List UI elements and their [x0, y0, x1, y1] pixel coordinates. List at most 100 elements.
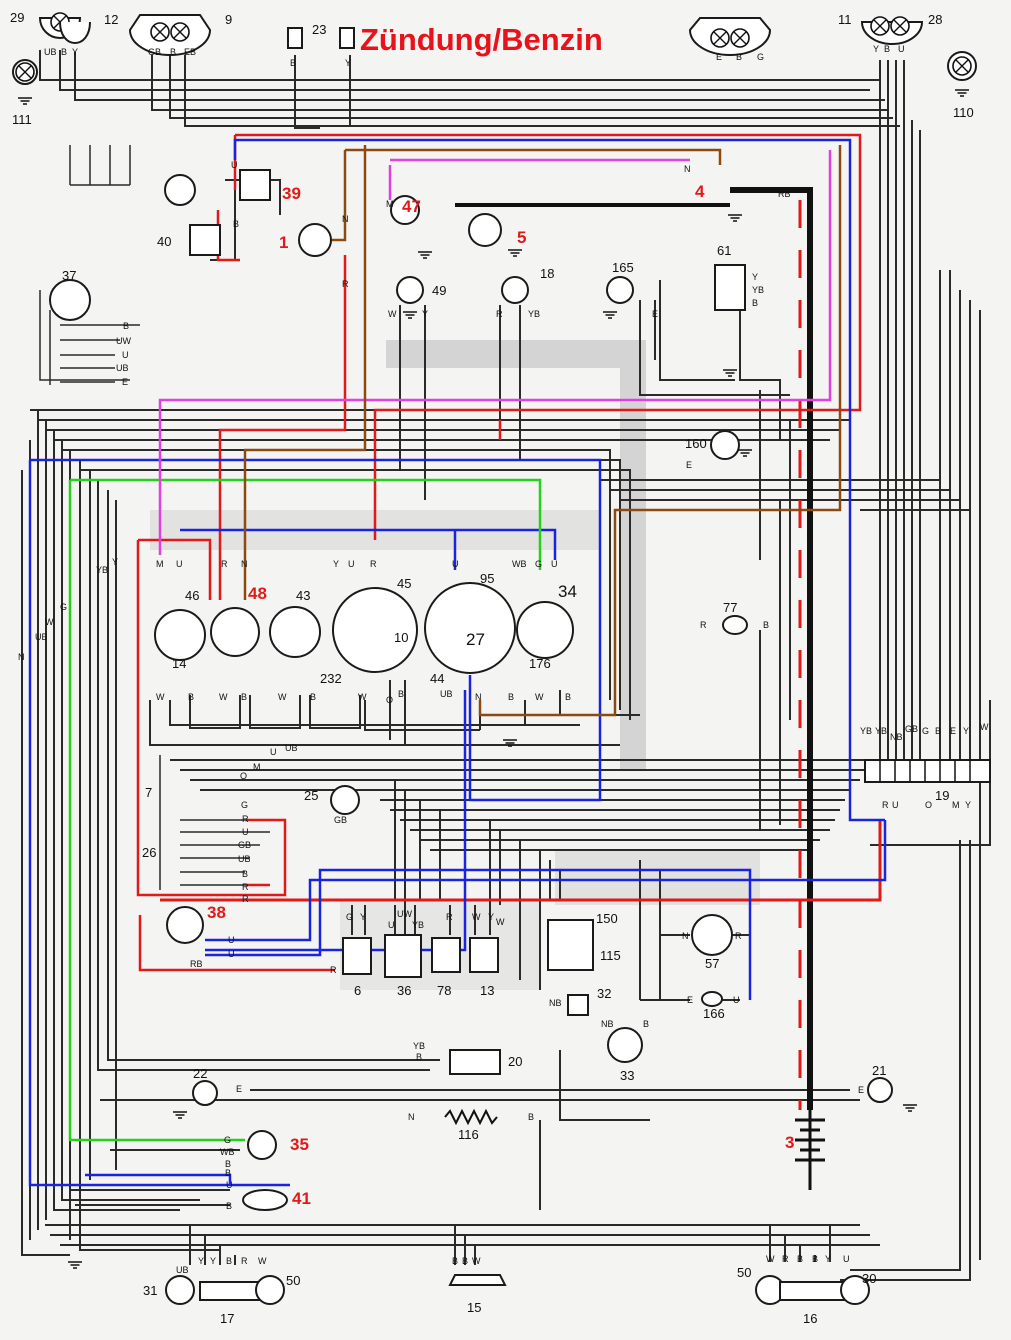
- wire-code: B: [763, 620, 769, 630]
- wire-code: W: [766, 1254, 775, 1264]
- wire-code: GB: [905, 724, 918, 734]
- wire-code: N: [241, 559, 248, 569]
- wire-code: UB: [238, 854, 251, 864]
- relay-6: [342, 937, 372, 975]
- motor-5: [468, 213, 502, 247]
- wire-code: U: [270, 747, 277, 757]
- lamp-top-right: [688, 17, 772, 56]
- wire-code: Y: [112, 557, 118, 567]
- wire-code: B: [225, 1168, 231, 1178]
- label-111: 111: [12, 112, 32, 127]
- wire-code: UB: [176, 1265, 189, 1275]
- wire-code: R: [242, 894, 249, 904]
- label-47: 47: [402, 197, 421, 216]
- wire-code: B: [508, 692, 514, 702]
- wire-code: U: [348, 559, 355, 569]
- wire-code: UB: [35, 632, 48, 642]
- label-38: 38: [207, 903, 226, 922]
- wire-code: B: [123, 321, 129, 331]
- label-176: 176: [529, 656, 551, 671]
- wire-code: W: [45, 617, 54, 627]
- lamp-16: [779, 1281, 846, 1301]
- wire-code: B: [290, 58, 296, 68]
- label-17: 17: [220, 1311, 234, 1326]
- wire-code: W: [980, 722, 989, 732]
- lamp-110: [947, 51, 977, 81]
- wire-code: W: [258, 1256, 267, 1266]
- relay-13: [469, 937, 499, 973]
- lamp-111: [12, 59, 38, 85]
- wire-code: U: [122, 350, 129, 360]
- wire-code: R: [782, 1254, 789, 1264]
- fuse-23: [287, 27, 355, 49]
- wire-code: B: [884, 44, 890, 54]
- relay-78: [431, 937, 461, 973]
- wire-code: R: [882, 800, 889, 810]
- wire-code: UB: [440, 689, 453, 699]
- label-6: 6: [354, 983, 361, 998]
- lamp-12: [59, 21, 91, 44]
- wire-code: B: [226, 1256, 232, 1266]
- wire-code: Y: [488, 912, 494, 922]
- wire-code: O: [925, 800, 932, 810]
- relay-36: [384, 934, 422, 978]
- wire-code: U: [898, 44, 905, 54]
- wire-code: B: [233, 219, 239, 229]
- label-232: 232: [320, 671, 342, 686]
- wire-code: NB: [549, 998, 562, 1008]
- fusebox-19: [864, 759, 991, 783]
- switch-32: [567, 994, 589, 1016]
- label-95: 95: [480, 571, 494, 586]
- wire-code: N: [18, 652, 25, 662]
- label-10: 10: [394, 630, 408, 645]
- wire-code: U: [551, 559, 558, 569]
- label-28: 28: [928, 12, 942, 27]
- label-20: 20: [508, 1054, 522, 1069]
- wire-code: W: [472, 1256, 481, 1266]
- wire-code: Y: [345, 58, 351, 68]
- starter-cable: [455, 187, 813, 1110]
- relay-61: [714, 264, 746, 311]
- label-43: 43: [296, 588, 310, 603]
- label-50-right: 50: [737, 1265, 751, 1280]
- wire-code: GB: [238, 840, 251, 850]
- wire-code: U: [228, 935, 235, 945]
- label-14: 14: [172, 656, 186, 671]
- label-116: 116: [458, 1127, 479, 1142]
- wire-code: Y: [72, 47, 78, 57]
- wire-code: B: [61, 47, 67, 57]
- label-26: 26: [142, 845, 156, 860]
- wire-code: W: [156, 692, 165, 702]
- wire-code: YB: [96, 565, 108, 575]
- wire-code: B: [736, 52, 742, 62]
- label-50-left: 50: [286, 1273, 300, 1288]
- label-57: 57: [705, 956, 719, 971]
- label-30: 30: [862, 1271, 876, 1286]
- heater-57: [691, 914, 733, 956]
- horn-25: [330, 785, 360, 815]
- wire-code: N: [475, 692, 482, 702]
- label-41: 41: [292, 1189, 311, 1208]
- wire-code: U: [176, 559, 183, 569]
- lamp-9: [128, 14, 212, 56]
- wire-code: U: [228, 949, 235, 959]
- label-150: 150: [596, 911, 618, 926]
- label-33: 33: [620, 1068, 634, 1083]
- label-35: 35: [290, 1135, 309, 1154]
- components: [12, 12, 991, 1305]
- wire-code: G: [757, 52, 764, 62]
- lamp-17: [199, 1281, 263, 1301]
- battery-3: [795, 1110, 825, 1190]
- wire-code: R: [242, 882, 249, 892]
- wire-code: B: [643, 1019, 649, 1029]
- wire-code: R: [370, 559, 377, 569]
- wire-code: E: [858, 1085, 864, 1095]
- label-16: 16: [803, 1311, 817, 1326]
- wire-code: W: [358, 692, 367, 702]
- relay-39: [239, 169, 271, 201]
- wire-code: B: [188, 692, 194, 702]
- wire-code: W: [472, 912, 481, 922]
- wire-code: M: [253, 762, 261, 772]
- label-115: 115: [600, 948, 621, 963]
